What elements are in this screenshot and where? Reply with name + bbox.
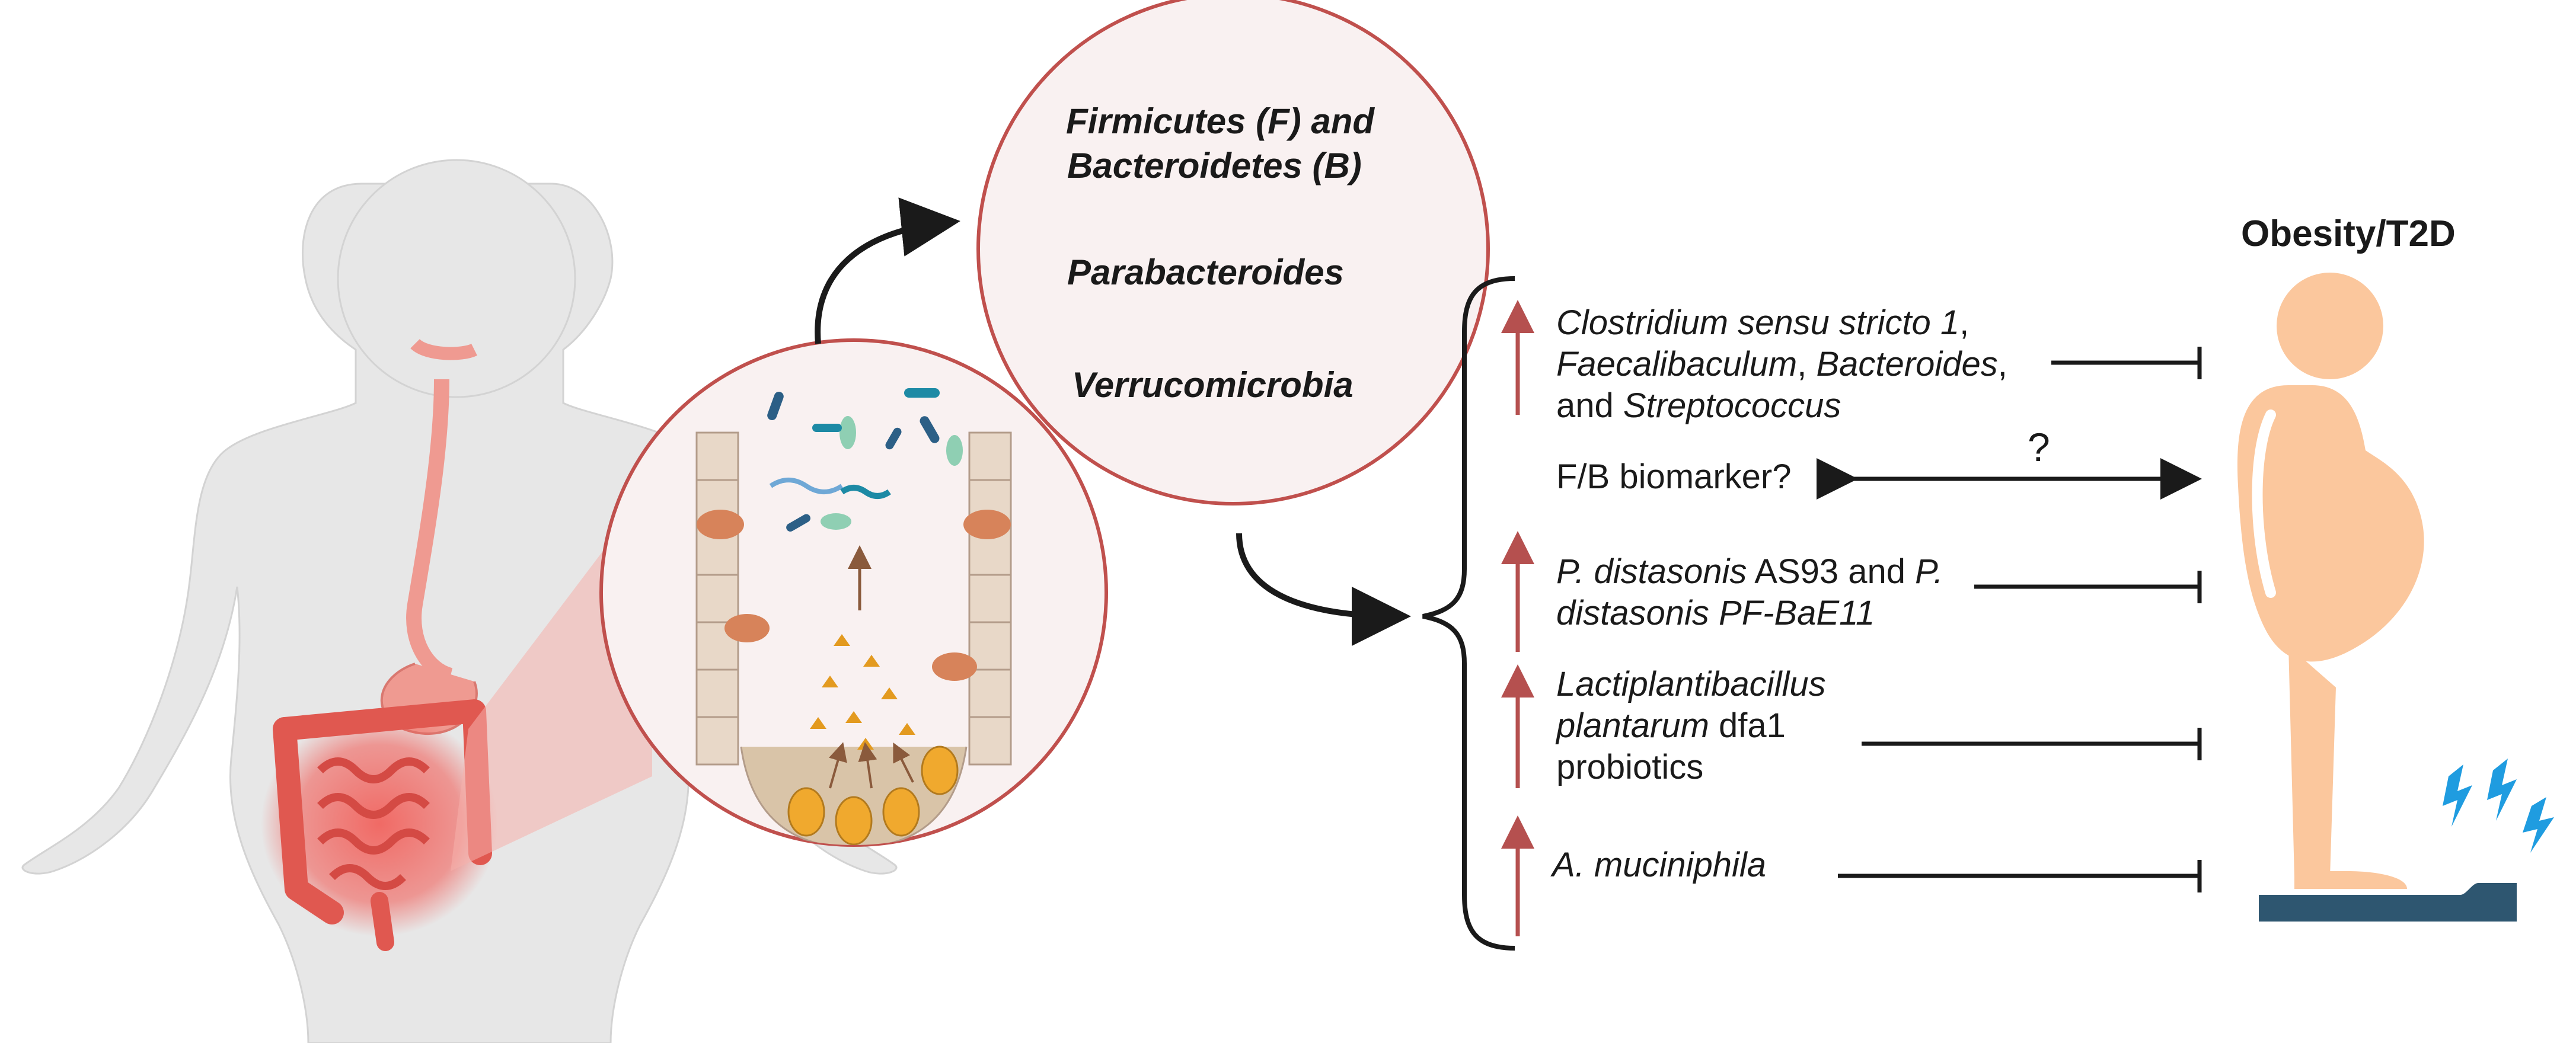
outcome-title: Obesity/T2D [2241,213,2456,254]
finding-4-line2: plantarum dfa1 [1556,706,1786,745]
group-parabacteroides: Parabacteroides [1067,252,1344,292]
group-verrucomicrobia: Verrucomicrobia [1072,365,1354,405]
finding-1-line3: and Streptococcus [1556,386,1841,425]
finding-5-line1: A. muciniphila [1552,846,1767,884]
inhibit-line-3 [1862,728,2202,760]
question-mark: ? [2028,425,2050,470]
inhibit-line-2 [1974,571,2202,603]
finding-1-line2: Faecalibaculum, Bacteroides, [1556,345,2007,383]
finding-4-line3: probiotics [1556,748,1704,786]
finding-2-line1: F/B biomarker? [1556,457,1792,496]
group-firmicutes-line1: Firmicutes (F) and [1066,101,1375,141]
person-on-scale-icon [2237,273,2517,922]
findings-brace [1422,276,1515,951]
arrow-groups-to-findings [1236,533,1411,646]
arrow-villus-to-groups [815,197,960,344]
bacteria-groups-circle [976,0,1490,505]
finding-1-line1: Clostridium sensu stricto 1, [1556,303,1969,342]
lightning-bolt-icon [2443,759,2554,853]
finding-3-line2: distasonis PF-BaE11 [1556,594,1875,632]
finding-3-line1: P. distasonis AS93 and P. [1556,552,1943,591]
inhibit-line-4 [1838,860,2202,892]
gut-villus-icon [599,338,1108,847]
human-body-icon [21,159,898,1043]
group-firmicutes-line2: Bacteroidetes (B) [1067,146,1362,185]
finding-4-line1: Lactiplantibacillus [1556,665,1826,703]
inhibit-line-1 [2051,347,2202,379]
bacteria-icon [767,388,963,532]
